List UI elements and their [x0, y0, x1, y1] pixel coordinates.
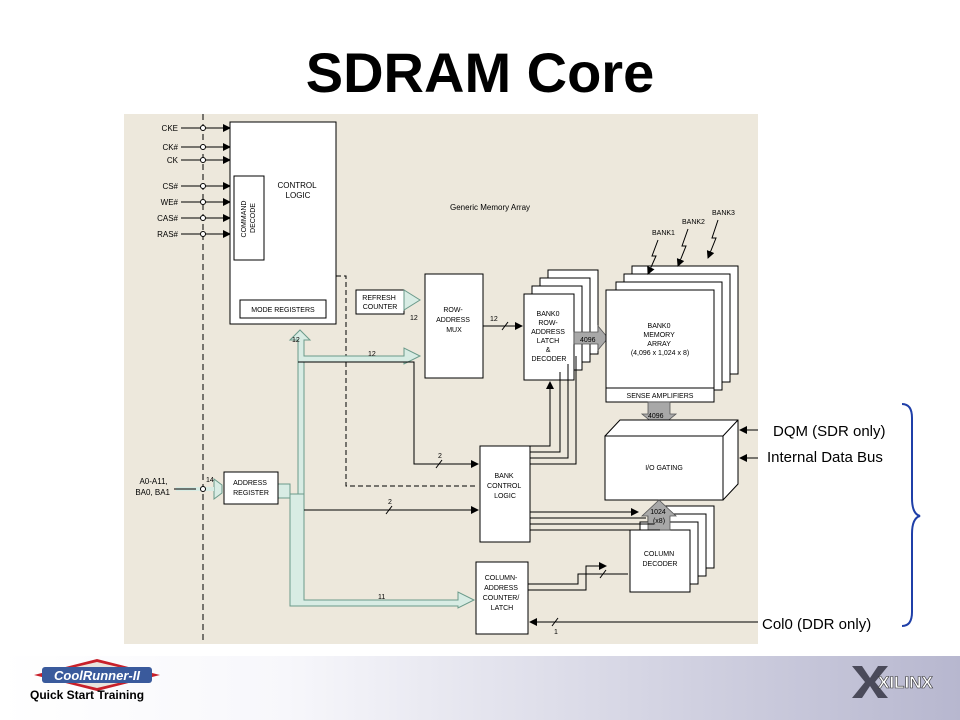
column-bus-label: 1024 (x8): [650, 509, 668, 525]
bus-width-label: 12: [410, 315, 418, 322]
svg-text:BANK1: BANK1: [652, 230, 675, 237]
io-gating-block: [604, 435, 724, 501]
refresh-counter-block: [355, 289, 405, 315]
column-address-counter-label: COLUMN- ADDRESS COUNTER/ LATCH: [483, 575, 522, 612]
bus-width-label: 14: [206, 477, 214, 484]
signal-label: CK#: [162, 143, 178, 152]
col0-label: Col0 (DDR only): [762, 616, 872, 633]
signal-label: CK: [167, 156, 179, 165]
bus-width-label: 12: [490, 316, 498, 323]
svg-text:BANK3: BANK3: [712, 210, 735, 217]
bus-width-label: 4096: [648, 413, 664, 420]
bus-width-label: 2: [438, 453, 442, 460]
bank-labels: BANK1 BANK2 BANK3: [652, 210, 735, 237]
control-logic-label: CONTROL LOGIC: [277, 181, 318, 200]
signal-label: RAS#: [157, 230, 178, 239]
bank-control-logic-block: [479, 445, 531, 543]
row-data-arrow: [573, 324, 609, 352]
bus-width-label: 1: [554, 629, 558, 636]
bank0-row-latch-block: [523, 293, 575, 381]
row-address-mux-block: [424, 273, 484, 379]
refresh-counter-label: REFRESH COUNTER: [362, 295, 397, 311]
footer-bar: [0, 656, 960, 720]
bank-control-logic-label: BANK CONTROL LOGIC: [487, 473, 523, 500]
coolrunner-logo: CoolRunner-II: [34, 659, 160, 691]
column-data-arrow: [640, 499, 678, 531]
column-address-counter-block: [475, 561, 529, 635]
column-decoder-label: COLUMN DECODER: [642, 551, 677, 568]
mode-registers-block: [239, 299, 327, 319]
address-register-block: [223, 471, 279, 505]
internal-data-bus-label: Internal Data Bus: [767, 449, 883, 466]
column-decoder-block: [629, 529, 691, 593]
io-gating-label: I/O GATING: [645, 465, 683, 472]
command-decode-block: [233, 175, 265, 261]
signal-label: CAS#: [157, 214, 178, 223]
bank0-row-latch-label: BANK0 ROW- ADDRESS LATCH & DECODER: [531, 311, 567, 363]
slide-title: SDRAM Core: [305, 41, 655, 104]
address-input-label: A0-A11, BA0, BA1: [135, 477, 170, 497]
footer-caption: Quick Start Training: [30, 688, 145, 702]
right-brace: [901, 403, 921, 627]
address-register-label: ADDRESS REGISTER: [233, 480, 269, 497]
bank0-memory-array-label: BANK0 MEMORY ARRAY (4,096 x 1,024 x 8): [631, 323, 689, 357]
bus-width-label: 12: [292, 337, 300, 344]
array-title: Generic Memory Array: [450, 203, 530, 212]
svg-text:BANK2: BANK2: [682, 219, 705, 226]
bus-width-label: 11: [378, 594, 385, 601]
signal-label: WE#: [161, 198, 179, 207]
xilinx-logo: XILINX: [852, 666, 934, 698]
row-address-mux-label: ROW- ADDRESS MUX: [436, 307, 472, 334]
dqm-label: DQM (SDR only): [773, 423, 886, 440]
bus-width-label: 4096: [580, 337, 596, 344]
control-signal-inputs: CKE CK# CK CS# WE# CAS# RAS#: [157, 124, 179, 239]
mode-registers-label: MODE REGISTERS: [251, 307, 315, 314]
bus-width-label: 12: [368, 351, 376, 358]
signal-label: CKE: [162, 124, 178, 133]
sense-amplifiers-label: SENSE AMPLIFIERS: [627, 393, 694, 400]
command-decode-label: COMMAND DECODE: [241, 199, 257, 238]
coolrunner-logo-text: CoolRunner-II: [54, 668, 140, 683]
xilinx-logo-text: XILINX: [878, 673, 933, 692]
bank0-memory-array-block: [605, 289, 715, 403]
signal-label: CS#: [162, 182, 178, 191]
bus-width-label: 2: [388, 499, 392, 506]
